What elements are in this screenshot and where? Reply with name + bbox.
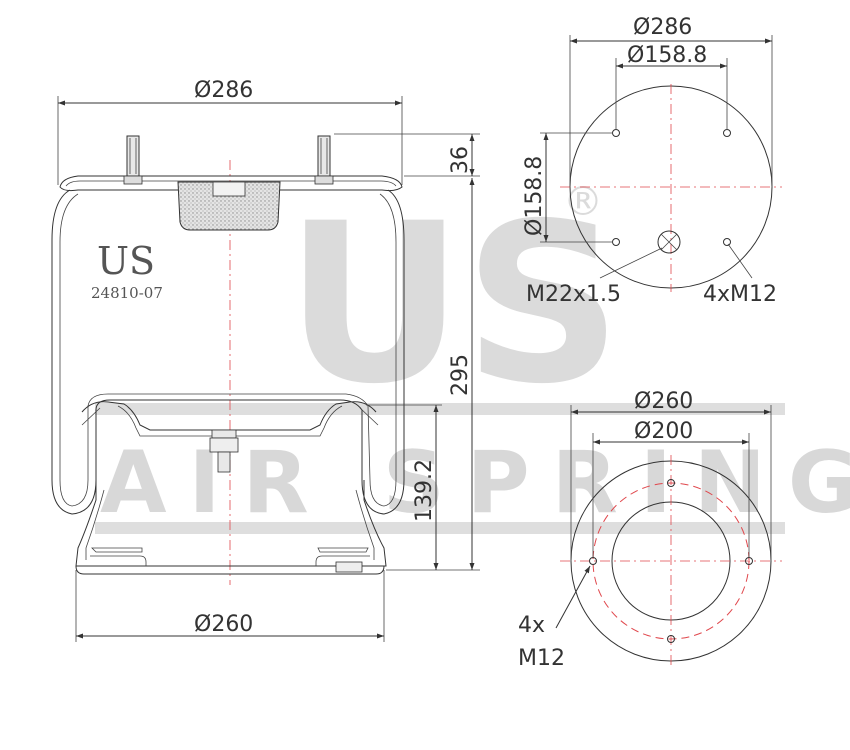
top-bolt-hole (723, 238, 731, 246)
bottom-outer-diameter-label: Ø260 (634, 389, 693, 414)
bellows-inner (59, 193, 397, 507)
bottom-bolt-hole (745, 557, 753, 565)
side-bottom-diameter-label: Ø260 (194, 612, 253, 637)
top-bolt-circle-x-label: Ø158.8 (627, 43, 707, 68)
dim-piston-height: 139.2 (366, 404, 442, 570)
top-bolt-callout-label: 4xM12 (703, 282, 777, 307)
top-bolt-circle-y-label: Ø158.8 (522, 156, 547, 236)
bellows-outer (51, 189, 405, 515)
piston-base (75, 565, 385, 575)
bead-plate (59, 175, 403, 192)
leader-bottom-bolt (555, 565, 591, 629)
dim-top-bolt-circle-x: Ø158.8 (615, 43, 728, 130)
watermark: US ® AIR SPRING (95, 176, 850, 534)
top-view: Ø286 Ø158.8 Ø158.8 M22x1.5 4xM12 (522, 15, 782, 307)
watermark-band-bottom (95, 522, 785, 534)
bottom-bolt-hole (667, 479, 675, 487)
dim-bottom-bolt-circle: Ø200 (592, 419, 750, 557)
dim-top-diameter: Ø286 (57, 78, 403, 185)
leader-center-thread (599, 247, 663, 279)
side-view: US 24810-07 Ø286 Ø260 36 295 (51, 78, 480, 642)
piston-bolt (209, 429, 239, 473)
brand-logo: US (97, 239, 155, 283)
top-outer-diameter-label: Ø286 (633, 15, 692, 40)
leader-bolt-callout (727, 243, 753, 279)
dim-bottom-outer-diameter: Ø260 (570, 389, 772, 561)
dim-top-outer-diameter: Ø286 (569, 15, 773, 187)
bottom-view: Ø260 Ø200 4x M12 (518, 389, 782, 671)
bottom-bolt-hole (589, 557, 597, 565)
dim-bottom-diameter: Ø260 (75, 570, 385, 642)
air-fitting (177, 181, 281, 231)
stud-height-label: 36 (448, 146, 473, 174)
part-number: 24810-07 (91, 284, 163, 302)
dim-total-height: 295 (386, 178, 480, 571)
top-center-thread-label: M22x1.5 (526, 282, 621, 307)
watermark-logo: US (285, 176, 622, 432)
bottom-bolt-thread-label: M12 (518, 646, 565, 671)
bottom-bolt-circle-label: Ø200 (634, 419, 693, 444)
total-height-label: 295 (448, 354, 473, 396)
bottom-bolt-hole (667, 635, 675, 643)
top-bolt-hole (612, 129, 620, 137)
bottom-bolt-count-label: 4x (518, 613, 545, 638)
piston-height-label: 139.2 (412, 459, 437, 522)
piston-body (75, 480, 387, 567)
mounting-stud-right (314, 135, 334, 185)
dim-top-bolt-circle-y: Ø158.8 (522, 132, 613, 243)
mounting-stud-left (123, 135, 143, 185)
top-center-hole (657, 230, 681, 254)
side-top-diameter-label: Ø286 (194, 78, 253, 103)
top-bolt-hole (723, 129, 731, 137)
watermark-registered-mark: ® (563, 179, 603, 225)
dim-stud-height: 36 (334, 133, 480, 177)
